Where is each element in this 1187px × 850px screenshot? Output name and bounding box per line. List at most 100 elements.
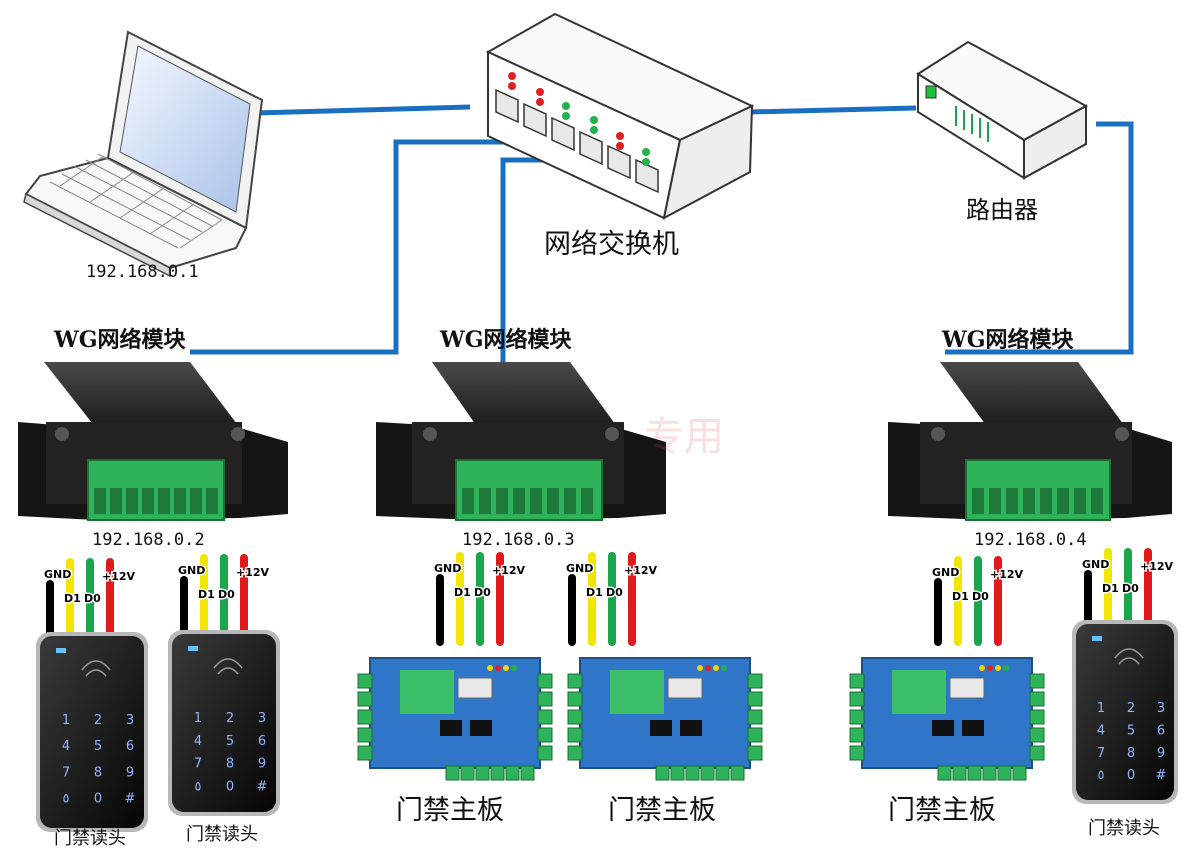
keypad-key: ٥: [1098, 768, 1105, 783]
keypad-key: 6: [258, 734, 266, 749]
board-3-label: 门禁主板: [888, 795, 996, 826]
keypad-key: #: [125, 792, 136, 807]
keypad-key: 3: [1157, 701, 1165, 716]
network-switch: [485, 12, 755, 220]
keypad-key: 1: [1097, 701, 1105, 716]
keypad-key: 3: [258, 711, 266, 726]
module-1-ip: 192.168.0.2: [92, 530, 205, 550]
wire-label-d0: D0: [474, 586, 491, 599]
keypad-key: 2: [226, 711, 234, 726]
switch-leds: [508, 72, 650, 166]
controller-board-1: [357, 657, 553, 781]
wire-label-d1: D1: [952, 590, 969, 603]
wire-label-gnd: GND: [1082, 558, 1109, 571]
keypad-key: 0: [1127, 768, 1135, 783]
module-2-title: WG网络模块: [440, 327, 572, 353]
wire-label-power: +12V: [990, 568, 1024, 581]
rfid-icon: [1114, 648, 1144, 665]
wire-label-d1: D1: [198, 588, 215, 601]
keypad-key: ٥: [63, 792, 70, 807]
keypad-key: 4: [1097, 723, 1105, 738]
module-3-title: WG网络模块: [942, 327, 1074, 353]
board-2-label: 门禁主板: [608, 795, 716, 826]
router: [916, 40, 1089, 180]
keypad-key: 6: [1157, 723, 1165, 738]
network-cables: [190, 104, 1134, 370]
keypad-key: 0: [226, 780, 234, 795]
switch-ports: [495, 88, 659, 194]
keypad-key: 5: [1127, 723, 1135, 738]
laptop-ip-label: 192.168.0.1: [86, 262, 199, 282]
keypad-key: 1: [194, 711, 202, 726]
controller-board-3: [849, 657, 1045, 781]
switch-label: 网络交换机: [544, 229, 679, 260]
router-label: 路由器: [966, 196, 1038, 224]
keypad-key: 9: [258, 757, 266, 772]
keypad-key: 4: [62, 739, 70, 754]
wire-label-gnd: GND: [44, 568, 71, 581]
keypad-key: 7: [1097, 746, 1105, 761]
wire-label-d0: D0: [84, 592, 101, 605]
keypad-key: 3: [126, 713, 134, 728]
controller-boards: [357, 657, 1045, 781]
wire-label-gnd: GND: [434, 562, 461, 575]
watermark: 专用: [644, 414, 724, 460]
keypad-key: 8: [1127, 746, 1135, 761]
wire-label-gnd: GND: [178, 564, 205, 577]
keypad-key: 2: [94, 713, 102, 728]
keypad-key: 5: [226, 734, 234, 749]
module-1-title: WG网络模块: [54, 327, 186, 353]
keypad-key: 9: [126, 765, 134, 780]
rfid-icon: [213, 658, 243, 675]
wire-label-d0: D0: [1122, 582, 1139, 595]
keypad-key: #: [1156, 768, 1167, 783]
keypad-key: 4: [194, 734, 202, 749]
wire-label-power: +12V: [1140, 560, 1174, 573]
keypad-key: 2: [1127, 701, 1135, 716]
keypad-key: 0: [94, 792, 102, 807]
module-3-ip: 192.168.0.4: [974, 530, 1087, 550]
wire-label-d0: D0: [218, 588, 235, 601]
wire-label-d1: D1: [586, 586, 603, 599]
keypad-key: 7: [62, 765, 70, 780]
keypad-key: 5: [94, 739, 102, 754]
wire-label-d1: D1: [1102, 582, 1119, 595]
cable-switch-router: [749, 105, 917, 115]
rfid-icon: [81, 660, 111, 677]
wire-label-power: +12V: [236, 566, 270, 579]
wire-label-power: +12V: [492, 564, 526, 577]
wg-module-2: [376, 362, 666, 521]
controller-board-2: [567, 657, 763, 781]
keypad-key: 1: [62, 713, 70, 728]
wg-module-1: [18, 362, 288, 521]
wire-label-power: +12V: [624, 564, 658, 577]
wire-label-power: +12V: [102, 570, 136, 583]
wire-label-gnd: GND: [566, 562, 593, 575]
cable-laptop-switch: [254, 104, 471, 116]
module-2-ip: 192.168.0.3: [462, 530, 575, 550]
keypad-key: ٥: [195, 780, 202, 795]
reader-2-label: 门禁读头: [186, 824, 258, 845]
wire-label-d0: D0: [972, 590, 989, 603]
laptop: [23, 30, 264, 278]
reader-1-label: 门禁读头: [54, 828, 126, 849]
wire-label-d0: D0: [606, 586, 623, 599]
keypad-key: 8: [226, 757, 234, 772]
keypad-key: 7: [194, 757, 202, 772]
cable-router-module3: [945, 121, 1134, 355]
reader-3-label: 门禁读头: [1088, 818, 1160, 839]
wg-module-3: [888, 362, 1172, 521]
wire-label-d1: D1: [64, 592, 81, 605]
wire-label-gnd: GND: [932, 566, 959, 579]
